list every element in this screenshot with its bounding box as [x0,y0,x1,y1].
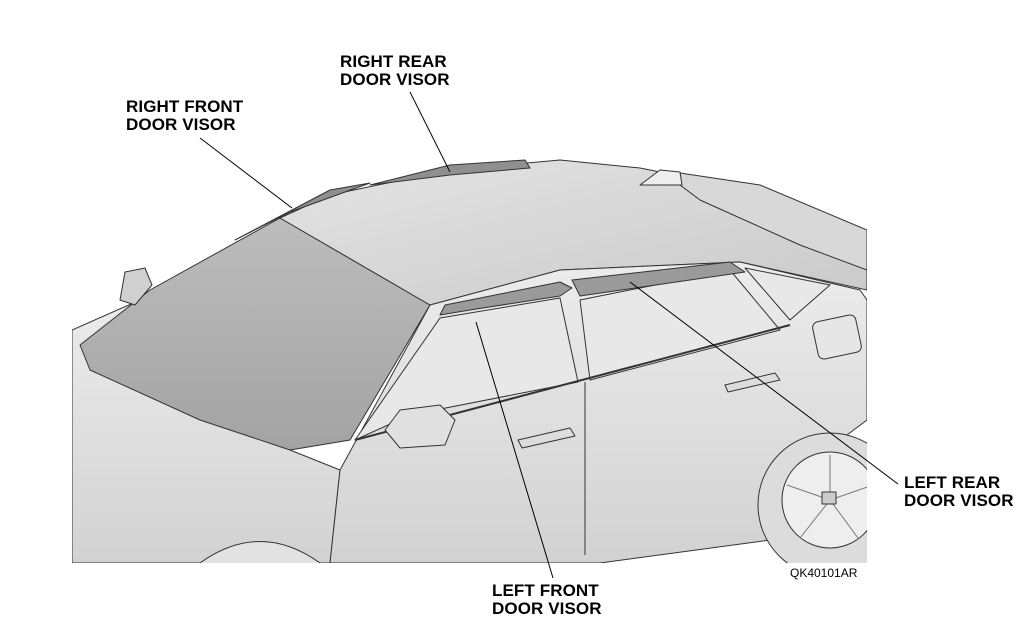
right-mirror [119,267,153,306]
callout-line: DOOR VISOR [126,115,236,134]
leader-left-rear [629,281,899,485]
left-front-visor-shape [439,281,573,316]
antenna [639,169,683,186]
leader-right-front [199,137,293,209]
callout-left-rear-door-visor: LEFT REAR DOOR VISOR [904,474,1014,510]
left-rear-visor-shape [571,261,746,297]
callout-line: DOOR VISOR [492,599,602,618]
rear-door-handle [724,372,781,393]
right-rear-visor-shape [369,159,531,186]
quarter-window [744,267,831,321]
callout-line: DOOR VISOR [904,491,1014,510]
callout-line: LEFT REAR [904,473,1001,492]
fuel-door [812,314,862,360]
right-front-visor-shape [234,182,371,241]
callout-line: RIGHT REAR [340,52,447,71]
rear-window [659,169,867,271]
leader-left-front [475,321,554,579]
left-mirror [384,404,456,449]
callout-line: DOOR VISOR [340,70,450,89]
front-door-handle [517,427,576,449]
wheel-logo [821,491,837,505]
callout-line: LEFT FRONT [492,581,599,600]
callout-left-front-door-visor: LEFT FRONT DOOR VISOR [492,582,602,618]
callout-line: RIGHT FRONT [126,97,244,116]
leader-right-rear [409,91,451,173]
callout-right-front-door-visor: RIGHT FRONT DOOR VISOR [126,98,243,134]
windshield [79,217,431,451]
figure-code: QK40101AR [790,566,858,580]
callout-right-rear-door-visor: RIGHT REAR DOOR VISOR [340,53,450,89]
